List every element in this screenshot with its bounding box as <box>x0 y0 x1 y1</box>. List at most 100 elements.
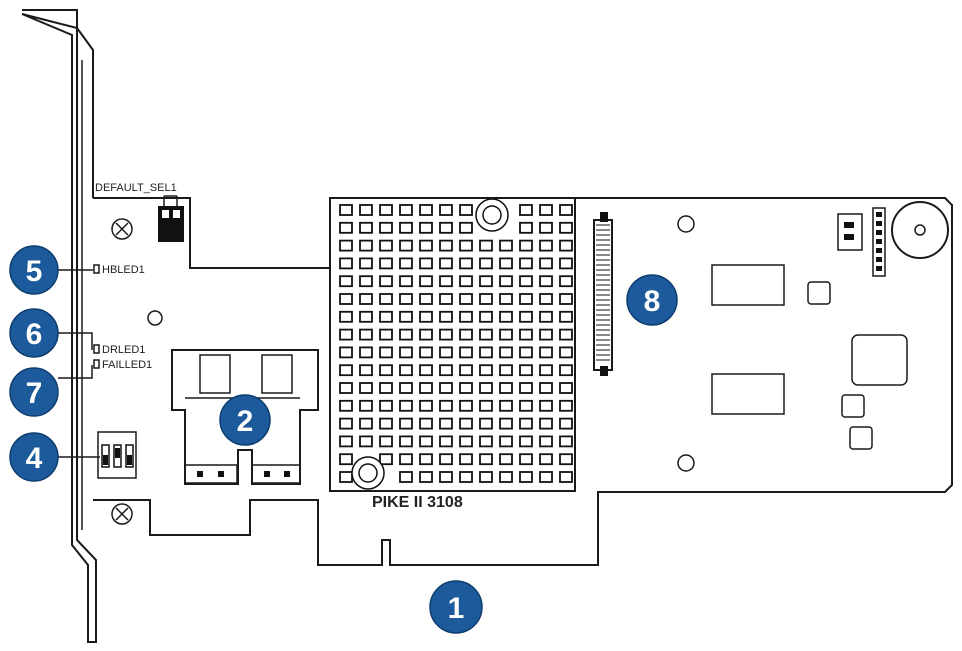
heatsink-fin <box>519 293 533 305</box>
heatsink-fin <box>439 382 453 394</box>
heatsink-fin <box>359 417 373 430</box>
heatsink-fin <box>379 257 393 270</box>
heatsink-fin <box>499 310 513 323</box>
svg-text:4: 4 <box>26 442 43 475</box>
heatsink-fin <box>539 257 553 270</box>
heatsink-fin <box>399 435 413 448</box>
svg-text:8: 8 <box>644 285 661 318</box>
heatsink-fin <box>519 257 533 270</box>
heatsink-fin <box>479 435 493 448</box>
header-pin <box>876 221 882 226</box>
callout-5: 5 <box>9 245 59 295</box>
heatsink-fin <box>439 293 453 305</box>
heatsink-fin <box>439 257 453 270</box>
screw-icon <box>111 503 133 525</box>
heatsink-fin <box>539 435 553 448</box>
heatsink-fin <box>359 310 373 323</box>
heatsink-fin <box>379 364 393 377</box>
heatsink-fin <box>499 346 513 359</box>
heatsink-fin <box>439 310 453 323</box>
heatsink-fin <box>519 275 533 288</box>
heatsink-fin <box>519 310 533 323</box>
hbled-label: HBLED1 <box>102 264 145 276</box>
mount-hole <box>677 215 695 233</box>
heatsink-fin <box>399 346 413 359</box>
callout-2: 2 <box>219 394 271 446</box>
heatsink-fin <box>499 293 513 305</box>
mounting-bracket <box>21 9 97 643</box>
heatsink-fin <box>399 417 413 430</box>
chip-component <box>841 394 865 418</box>
heatsink-fin <box>499 471 513 483</box>
heatsink-fin <box>379 204 393 216</box>
heatsink-fin <box>399 471 413 483</box>
heatsink-fin <box>339 275 353 288</box>
dip-switch <box>97 431 137 479</box>
heatsink-fin <box>379 417 393 430</box>
heatsink-fin <box>399 239 413 252</box>
heatsink-fin <box>519 417 533 430</box>
heatsink-fin <box>359 399 373 412</box>
heatsink-fin <box>559 435 573 448</box>
heatsink-fin <box>379 239 393 252</box>
heatsink-fin <box>559 346 573 359</box>
chip-label: PIKE II 3108 <box>372 494 463 511</box>
heatsink-fin <box>379 382 393 394</box>
heatsink-fin <box>459 399 473 412</box>
heatsink-fin <box>559 399 573 412</box>
heatsink-fin <box>499 239 513 252</box>
heatsink-fin <box>519 221 533 234</box>
heatsink-fin <box>339 346 353 359</box>
heatsink-fin <box>419 453 433 466</box>
heatsink-fin <box>419 382 433 394</box>
heatsink-fin <box>559 221 573 234</box>
failled-label: FAILLED1 <box>102 359 152 371</box>
heatsink-fin <box>479 293 493 305</box>
chip-component <box>851 334 908 386</box>
heatsink-fin <box>459 275 473 288</box>
heatsink-fin <box>359 364 373 377</box>
heatsink-fin <box>519 204 533 216</box>
heatsink-fin <box>439 453 453 466</box>
heatsink-fin <box>519 328 533 341</box>
heatsink-fin <box>439 435 453 448</box>
heatsink-fin <box>439 471 453 483</box>
heatsink-fin <box>499 435 513 448</box>
heatsink <box>329 197 576 492</box>
heatsink-fin <box>479 417 493 430</box>
heatsink-fin <box>559 417 573 430</box>
heatsink-fin <box>339 435 353 448</box>
heatsink-fin <box>539 310 553 323</box>
heatsink-fin <box>519 399 533 412</box>
heatsink-fin <box>439 417 453 430</box>
heatsink-fin <box>539 204 553 216</box>
heatsink-fin <box>459 453 473 466</box>
chip-component <box>807 281 831 305</box>
header-connector <box>837 207 886 277</box>
heatsink-fin <box>359 257 373 270</box>
heatsink-fin <box>479 346 493 359</box>
heatsink-fin <box>339 221 353 234</box>
heatsink-fin <box>559 310 573 323</box>
heatsink-fin <box>339 310 353 323</box>
heatsink-fin <box>479 471 493 483</box>
heatsink-fin <box>499 417 513 430</box>
heatsink-fin <box>519 471 533 483</box>
heatsink-fin <box>419 293 433 305</box>
heatsink-fin <box>559 275 573 288</box>
heatsink-fin <box>479 328 493 341</box>
heatsink-fin <box>359 293 373 305</box>
heatsink-fin <box>499 257 513 270</box>
heatsink-fin <box>479 275 493 288</box>
leader-line <box>58 332 93 350</box>
heatsink-fin <box>539 293 553 305</box>
heatsink-fin <box>379 328 393 341</box>
heatsink-fin <box>459 293 473 305</box>
heatsink-fin <box>359 346 373 359</box>
default-sel-label: DEFAULT_SEL1 <box>95 182 177 194</box>
heatsink-fin <box>339 239 353 252</box>
heatsink-fin <box>459 328 473 341</box>
heatsink-fin <box>419 275 433 288</box>
heatsink-fin <box>339 417 353 430</box>
heatsink-fin <box>359 239 373 252</box>
